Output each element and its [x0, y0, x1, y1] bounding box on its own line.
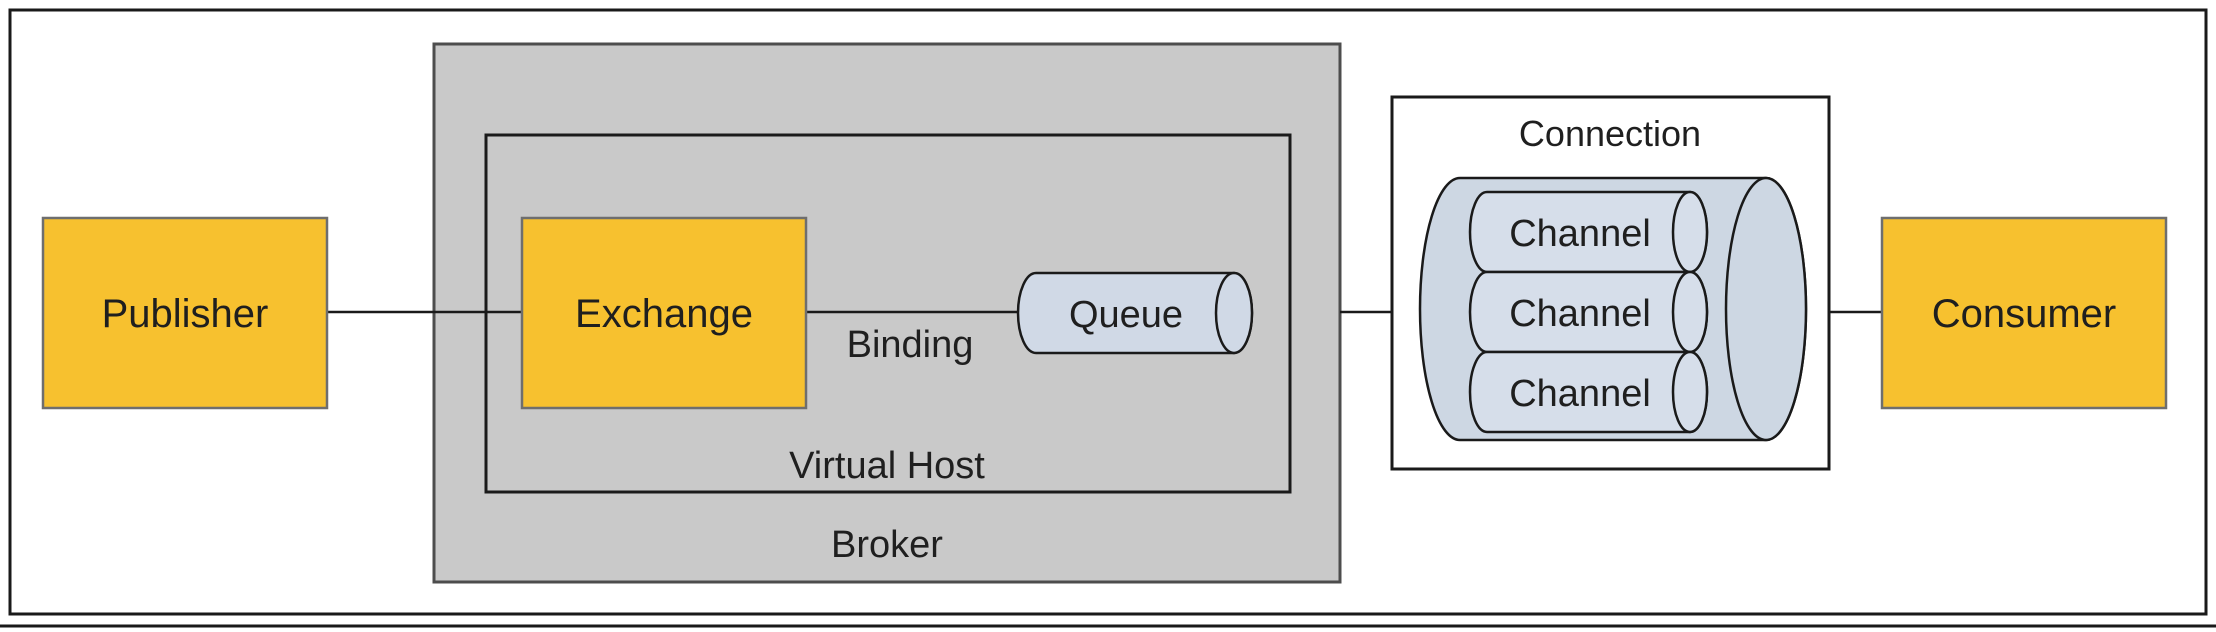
channel-3-label: Channel — [1509, 373, 1651, 415]
publisher-box — [41, 216, 329, 410]
broker-label: Broker — [831, 524, 943, 566]
channel-1-label: Channel — [1509, 213, 1651, 255]
exchange: Exchange — [520, 216, 808, 410]
channel-2: Channel — [1468, 270, 1709, 354]
channel-1-end — [1671, 190, 1709, 274]
queue-cylinder-end — [1214, 271, 1254, 355]
exchange-box — [520, 216, 808, 410]
channel-3: Channel — [1468, 350, 1709, 434]
virtual-host-box — [484, 133, 1292, 494]
virtual-host: Virtual Host — [484, 133, 1292, 494]
channel-2-label: Channel — [1509, 293, 1651, 335]
virtual-host-label: Virtual Host — [789, 445, 985, 487]
publisher: Publisher — [41, 216, 329, 410]
channel-2-end — [1671, 270, 1709, 354]
channel-1: Channel — [1468, 190, 1709, 274]
consumer-label: Consumer — [1932, 292, 2117, 336]
binding-label: Binding — [847, 324, 974, 366]
channel-3-end — [1671, 350, 1709, 434]
exchange-label: Exchange — [575, 292, 753, 336]
connection-cylinder-end — [1724, 176, 1808, 442]
consumer-box — [1880, 216, 2168, 410]
publisher-label: Publisher — [102, 292, 269, 336]
connection: Connection Channel Channel Channel — [1390, 95, 1831, 471]
queue-label: Queue — [1069, 294, 1183, 336]
consumer: Consumer — [1880, 216, 2168, 410]
connection-label: Connection — [1519, 113, 1701, 154]
queue: Queue — [1016, 271, 1254, 355]
